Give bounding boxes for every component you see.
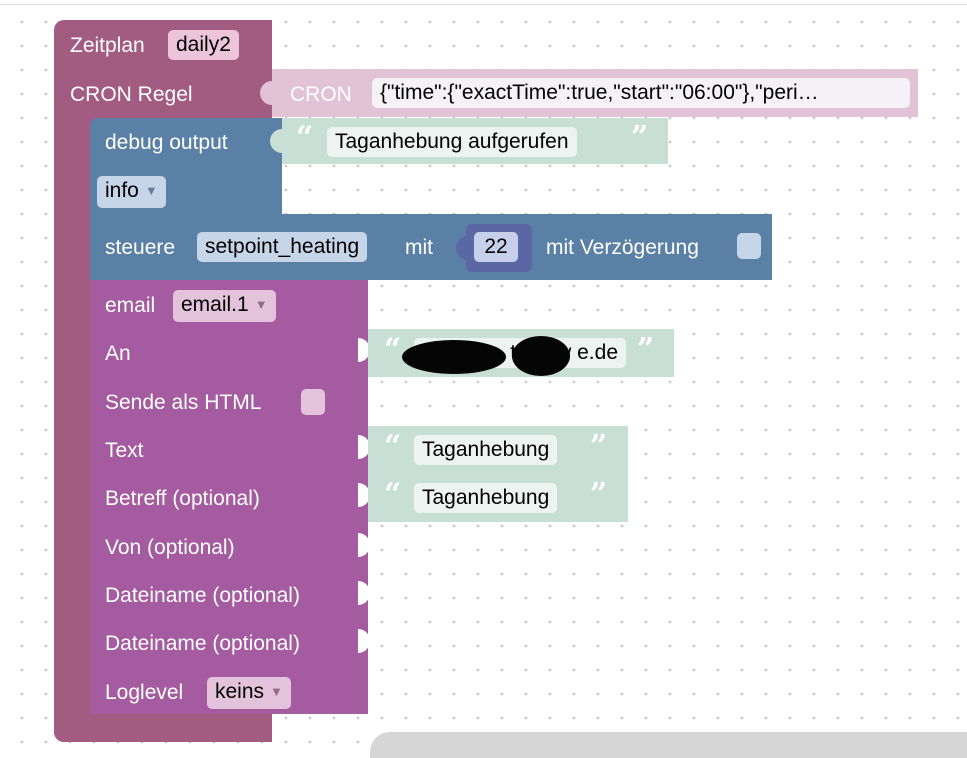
string-connector	[270, 129, 282, 153]
dropdown-triangle-icon: ▼	[270, 684, 283, 699]
email-subject-field[interactable]: Taganhebung	[414, 483, 558, 513]
schedule-name-field[interactable]: daily2	[168, 30, 239, 60]
dropdown-triangle-icon: ▼	[254, 297, 268, 312]
close-quote-icon: ”	[590, 429, 608, 464]
email-file1-label: Dateiname (optional)	[105, 584, 300, 607]
cron-value-field[interactable]: {"time":{"exactTime":true,"start":"06:00…	[372, 78, 910, 108]
open-quote-icon: “	[384, 477, 402, 512]
control-label: steuere	[105, 236, 176, 259]
email-subject-label: Betreff (optional)	[105, 487, 260, 510]
email-from-input-socket[interactable]	[358, 533, 370, 557]
email-text-input-socket	[358, 435, 370, 459]
dropdown-triangle-icon: ▼	[144, 183, 158, 198]
send-html-checkbox[interactable]	[301, 389, 325, 415]
schedule-block-bottom	[54, 716, 272, 742]
close-quote-icon: ”	[637, 332, 655, 367]
email-loglevel-dropdown[interactable]: keins ▼	[207, 677, 291, 709]
close-quote-icon: ”	[631, 120, 649, 155]
email-loglevel-label: Loglevel	[105, 681, 184, 704]
email-subject-input-socket	[358, 483, 370, 507]
email-text-field[interactable]: Taganhebung	[414, 435, 558, 465]
debug-level-dropdown[interactable]: info ▼	[97, 176, 166, 208]
cron-label: CRON	[290, 83, 352, 106]
cron-rule-label: CRON Regel	[70, 83, 193, 106]
debug-output-label: debug output	[105, 131, 228, 154]
schedule-label: Zeitplan	[70, 34, 145, 57]
control-with-label: mit	[405, 236, 433, 259]
email-block[interactable]	[90, 280, 368, 714]
number-value-field[interactable]: 22	[474, 232, 518, 262]
email-to-input-socket	[358, 338, 370, 362]
email-label: email	[105, 294, 156, 317]
control-object-field[interactable]: setpoint_heating	[197, 232, 368, 262]
top-divider	[0, 4, 967, 5]
control-delay-label: mit Verzögerung	[546, 236, 699, 259]
email-from-label: Von (optional)	[105, 536, 235, 559]
email-loglevel-value: keins	[215, 680, 265, 703]
open-quote-icon: “	[296, 120, 314, 155]
email-instance-dropdown[interactable]: email.1 ▼	[173, 290, 276, 322]
open-quote-icon: “	[384, 332, 402, 367]
debug-message-field[interactable]: Taganhebung aufgerufen	[327, 127, 577, 157]
number-connector	[456, 236, 468, 260]
debug-level-value: info	[105, 179, 139, 202]
email-file1-input-socket[interactable]	[358, 581, 370, 605]
cron-connector	[260, 81, 272, 105]
email-to-label: An	[105, 342, 131, 365]
open-quote-icon: “	[384, 429, 402, 464]
redaction-mark	[402, 340, 506, 374]
email-html-label: Sende als HTML	[105, 391, 262, 414]
email-file2-input-socket[interactable]	[358, 629, 370, 653]
redaction-mark	[512, 336, 570, 376]
close-quote-icon: ”	[590, 477, 608, 512]
workspace-scrollbar[interactable]	[370, 732, 967, 758]
delay-checkbox[interactable]	[737, 233, 761, 259]
email-file2-label: Dateiname (optional)	[105, 632, 300, 655]
email-text-label: Text	[105, 439, 144, 462]
email-instance-value: email.1	[181, 293, 249, 316]
